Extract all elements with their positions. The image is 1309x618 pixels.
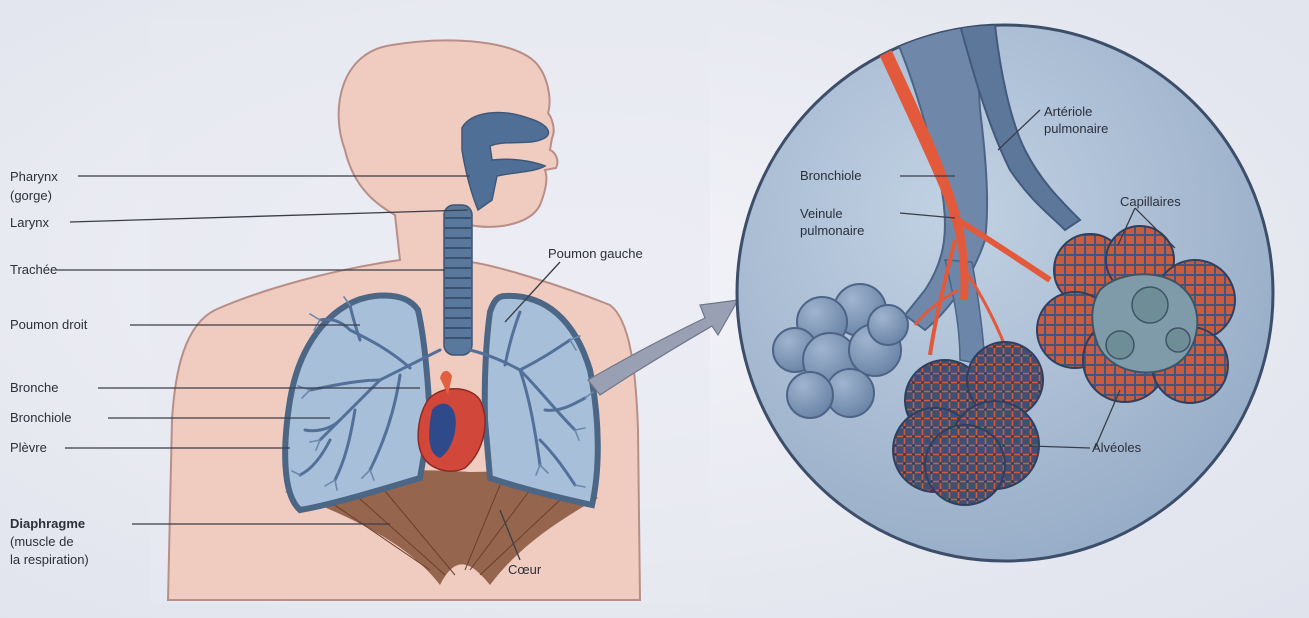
label-diaphragme-note2: la respiration) — [10, 552, 89, 567]
label-alveoles: Alvéoles — [1092, 440, 1141, 455]
trachea — [444, 205, 472, 355]
label-bronche: Bronche — [10, 380, 58, 395]
label-coeur: Cœur — [508, 562, 541, 577]
label-diaphragme-note1: (muscle de — [10, 534, 74, 549]
label-poumon-droit: Poumon droit — [10, 317, 87, 332]
label-trachee: Trachée — [10, 262, 57, 277]
label-veinule: Veinule — [800, 206, 843, 221]
label-pharynx: Pharynx — [10, 169, 58, 184]
label-arteriole-2: pulmonaire — [1044, 121, 1108, 136]
label-bronchiole-detail: Bronchiole — [800, 168, 861, 183]
label-poumon-gauche: Poumon gauche — [548, 246, 643, 261]
label-veinule-2: pulmonaire — [800, 223, 864, 238]
label-diaphragme: Diaphragme — [10, 516, 85, 531]
label-arteriole: Artériole — [1044, 104, 1092, 119]
label-bronchiole: Bronchiole — [10, 410, 71, 425]
label-capillaires: Capillaires — [1120, 194, 1181, 209]
alveoli-detail-circle — [737, 25, 1273, 561]
label-plevre: Plèvre — [10, 440, 47, 455]
label-pharynx-note: (gorge) — [10, 188, 52, 203]
label-larynx: Larynx — [10, 215, 49, 230]
